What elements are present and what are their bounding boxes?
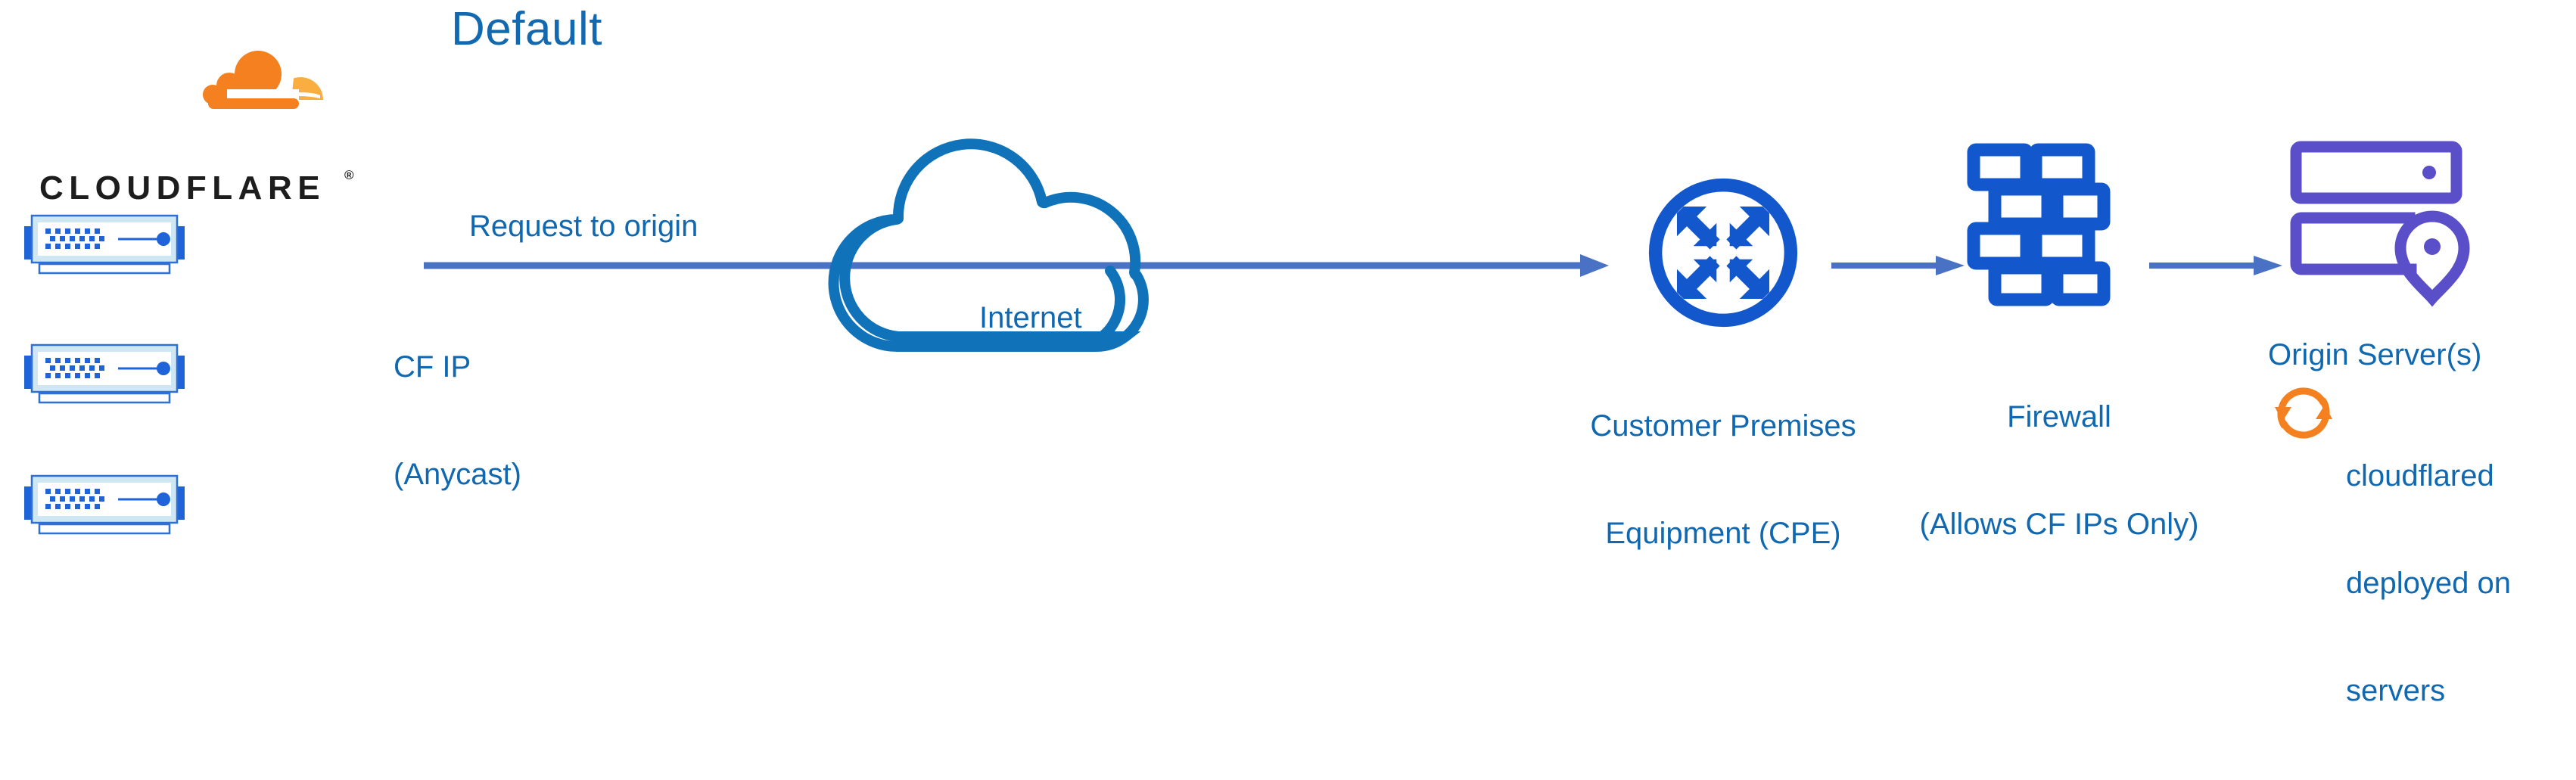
- arrow-right-icon: [1831, 253, 1968, 278]
- cloudflared-note-line2: deployed on: [2346, 566, 2511, 600]
- registered-trademark-mark: ®: [344, 168, 354, 182]
- diagram-canvas: Default CLOUDFLARE ®: [21, 3, 2511, 707]
- internet-label: Internet: [979, 301, 1082, 334]
- server-rack-icon: [21, 342, 188, 410]
- arrow-right-icon: [2149, 253, 2285, 278]
- cloudflared-note: cloudflared deployed on servers: [2346, 387, 2511, 780]
- cpe-label-line1: Customer Premises: [1590, 409, 1856, 443]
- firewall-label: Firewall (Allows CF IPs Only): [1904, 328, 2214, 614]
- server-stack-location-pin-icon: [2288, 141, 2470, 307]
- edge-label-request-to-origin: Request to origin: [469, 210, 698, 243]
- brick-wall-icon: [1963, 142, 2114, 306]
- cloudflare-cloud-logo: [185, 45, 337, 129]
- cloudflare-wordmark: CLOUDFLARE: [39, 169, 326, 207]
- cloud-icon: [826, 106, 1265, 353]
- arrow-right-icon: [424, 250, 1612, 281]
- firewall-label-line2: (Allows CF IPs Only): [1919, 507, 2199, 541]
- cloudflared-note-line3: servers: [2346, 673, 2446, 707]
- cf-ip-line2: (Anycast): [394, 457, 521, 491]
- router-four-arrows-icon: [1641, 170, 1806, 335]
- cpe-label-line2: Equipment (CPE): [1605, 516, 1841, 550]
- cpe-label: Customer Premises Equipment (CPE): [1564, 337, 1882, 623]
- page-title: Default: [451, 3, 602, 55]
- firewall-label-line1: Firewall: [2007, 400, 2111, 434]
- edge-label-cf-ip: CF IP (Anycast): [394, 278, 521, 564]
- cf-ip-line1: CF IP: [394, 350, 471, 384]
- server-rack-icon: [21, 473, 188, 541]
- origin-server-label: Origin Server(s): [2268, 338, 2482, 371]
- server-rack-icon: [21, 213, 188, 281]
- sync-arrows-icon: [2269, 378, 2338, 448]
- cloudflared-note-line1: cloudflared: [2346, 459, 2494, 493]
